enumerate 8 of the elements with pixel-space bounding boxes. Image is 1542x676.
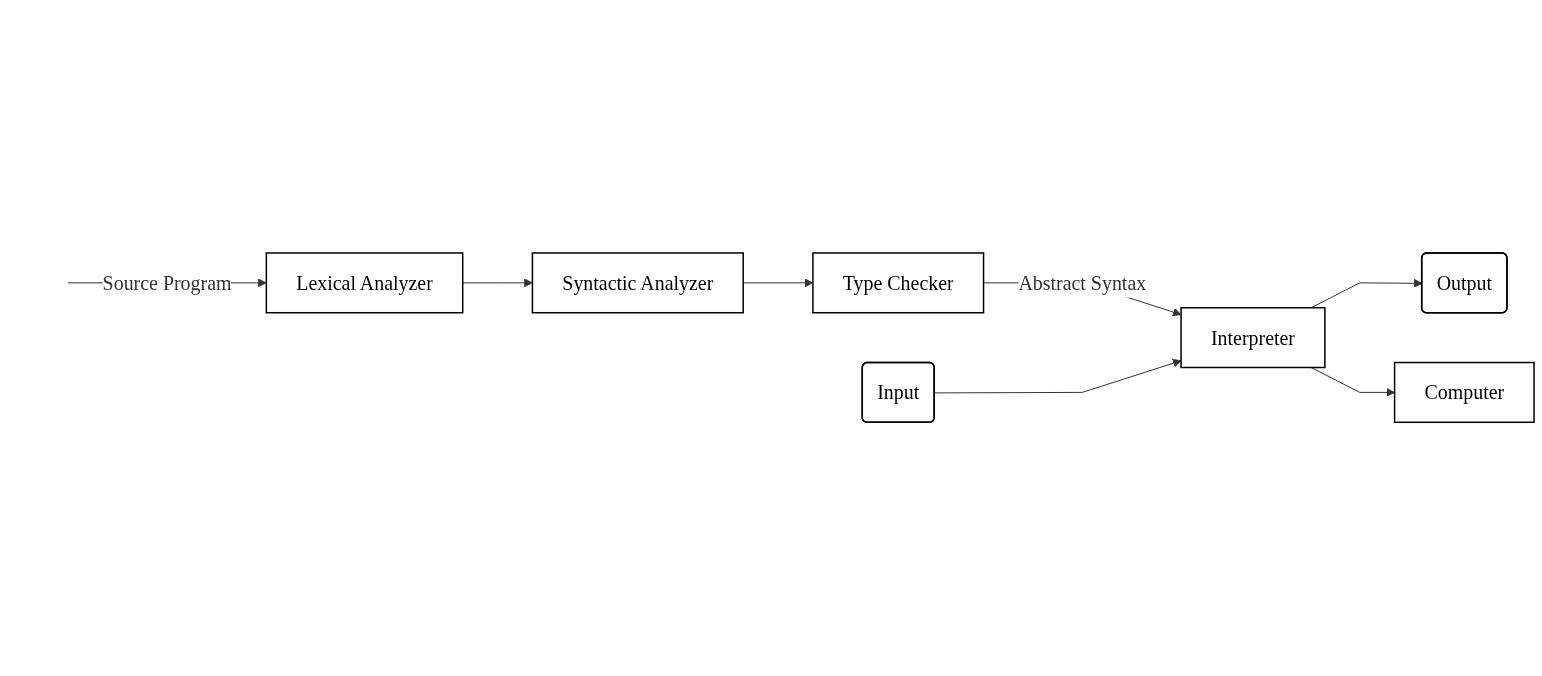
node-box: Interpreter bbox=[1180, 307, 1326, 369]
arrow bbox=[934, 359, 1182, 394]
node-box: Syntactic Analyzer bbox=[531, 252, 744, 314]
edge-label: Abstract Syntax bbox=[1018, 272, 1147, 295]
node-box: Lexical Analyzer bbox=[265, 252, 464, 314]
node-box: Type Checker bbox=[812, 252, 985, 314]
node-box: Computer bbox=[1393, 362, 1535, 424]
edge-label: Source Program bbox=[102, 272, 232, 295]
